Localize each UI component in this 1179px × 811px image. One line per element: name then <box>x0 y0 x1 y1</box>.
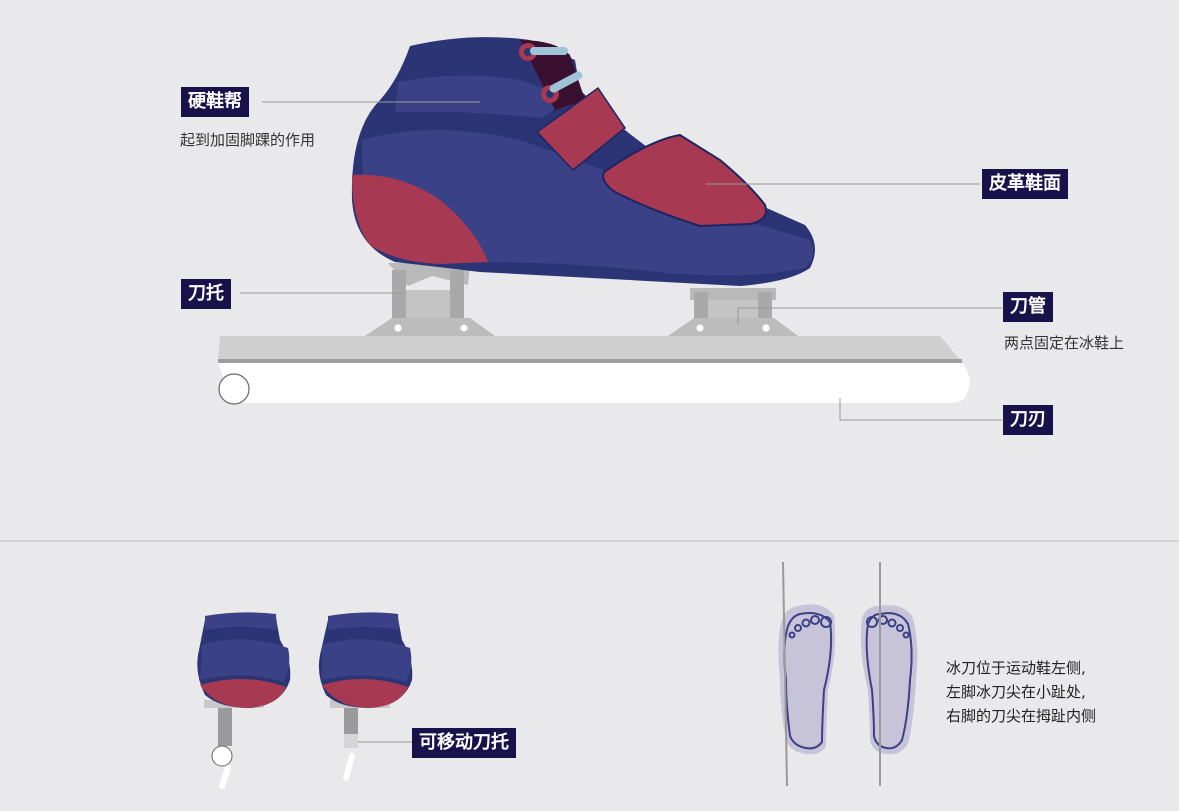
blade-holder-rear <box>365 263 495 336</box>
label-leather-vamp: 皮革鞋面 <box>982 169 1068 199</box>
boot-rear-view-right <box>318 612 413 781</box>
label-hard-upper: 硬鞋帮 <box>181 87 249 117</box>
movable-holder-illustration <box>197 612 413 789</box>
note-foot-line-1: 冰刀位于运动鞋左侧, <box>946 659 1086 677</box>
skate-illustration <box>218 37 970 405</box>
blade-end-circle <box>218 373 250 405</box>
boot-rear-view-left <box>197 612 291 789</box>
left-footprint <box>778 561 836 787</box>
label-blade-holder: 刀托 <box>181 279 231 309</box>
label-movable-holder: 可移动刀托 <box>412 728 516 758</box>
label-blade-edge: 刀刃 <box>1003 405 1053 435</box>
label-blade-tube: 刀管 <box>1003 292 1053 322</box>
note-foot-line-2: 左脚冰刀尖在小趾处, <box>946 683 1086 701</box>
note-foot-line-3: 右脚的刀尖在拇趾内侧 <box>946 707 1097 725</box>
right-footprint <box>860 562 918 786</box>
note-hard-upper: 起到加固脚踝的作用 <box>180 131 316 149</box>
holder-end-circle <box>211 745 233 767</box>
blade <box>218 336 970 405</box>
leader-lines <box>240 101 1002 421</box>
feet-blade-position <box>778 561 918 787</box>
note-blade-tube: 两点固定在冰鞋上 <box>1004 334 1125 352</box>
blade-holder-front <box>668 288 798 336</box>
boot <box>351 37 815 286</box>
left-blade-line <box>782 561 788 787</box>
